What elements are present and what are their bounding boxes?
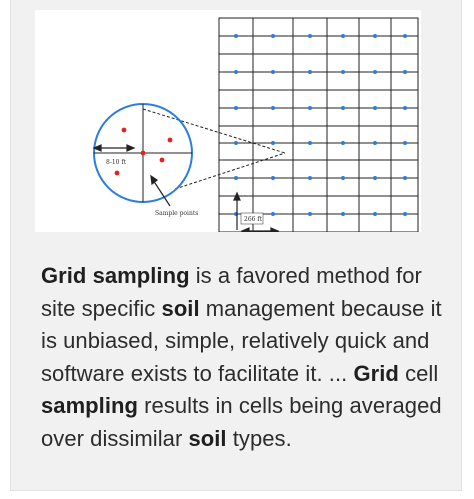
- highlight-term: sampling: [41, 393, 138, 418]
- highlight-term: soil: [188, 425, 227, 451]
- grid-sample-points: [234, 34, 407, 216]
- highlight-term: Grid sampling: [41, 263, 190, 288]
- result-card[interactable]: 8-10 ft Sample points 266 ft Grid sampli…: [10, 0, 462, 491]
- grid-measure-label: 266 ft: [244, 216, 263, 223]
- snippet-part: types.: [226, 425, 292, 451]
- snippet-part: results in cells being averaged over dis…: [41, 393, 442, 451]
- cell-sample-points: [114, 127, 173, 176]
- highlight-term: soil: [161, 295, 200, 321]
- snippet-part: cell: [398, 360, 439, 386]
- zoom-lines: [142, 108, 286, 190]
- sampling-grid: [218, 17, 419, 232]
- snippet-part: management because it is unbiased, simpl…: [41, 295, 442, 386]
- grid-sampling-diagram: 8-10 ft Sample points 266 ft: [35, 10, 421, 232]
- circle-measure-label: 8-10 ft: [106, 159, 127, 166]
- snippet-part: is a favored method for site specific: [41, 263, 422, 321]
- sample-points-label: Sample points: [155, 210, 198, 217]
- highlight-term: Grid: [353, 360, 399, 386]
- snippet-text: Grid sampling is a favored method for si…: [41, 260, 461, 455]
